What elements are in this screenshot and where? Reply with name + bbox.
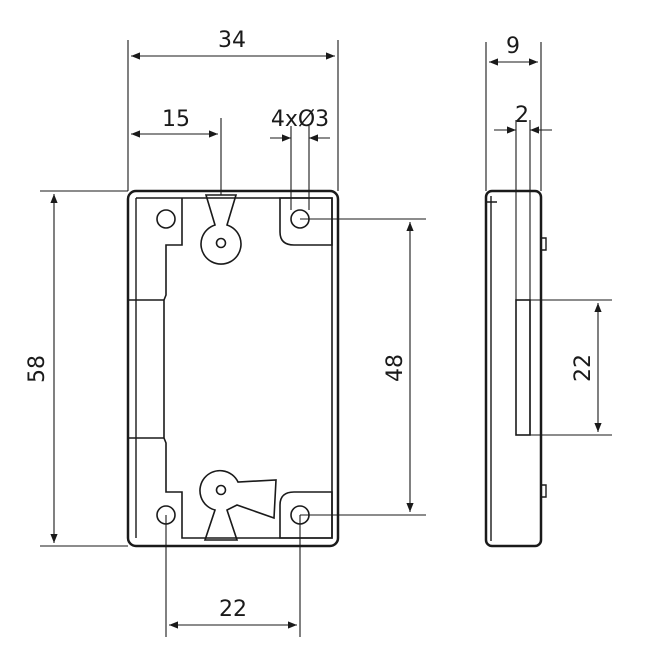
front-left-rail xyxy=(128,198,164,538)
dim-height-total: 58 xyxy=(25,355,50,383)
front-body-outline xyxy=(126,189,340,548)
dim-bolt-height: 22 xyxy=(571,354,596,382)
front-inner-plate xyxy=(136,197,333,539)
hole-boss-bottom-right xyxy=(279,491,333,539)
dim-holes: 4xØ3 xyxy=(271,107,329,132)
side-pins xyxy=(541,237,547,498)
hole-boss-top-right xyxy=(279,197,333,246)
dim-width-total: 34 xyxy=(218,28,246,53)
side-body-outline xyxy=(484,189,543,548)
dimension-lines xyxy=(40,40,612,637)
keyhole-top xyxy=(200,194,242,265)
keyhole-bottom xyxy=(199,469,277,541)
dim-plate-thickness: 2 xyxy=(515,103,529,128)
dim-hole-spacing-vertical: 48 xyxy=(383,354,408,382)
side-view xyxy=(484,189,547,548)
front-view xyxy=(126,189,340,548)
dim-hole-spacing-horizontal: 22 xyxy=(219,597,247,622)
side-plate-line xyxy=(486,196,497,541)
side-bolt xyxy=(515,299,531,436)
dim-depth-total: 9 xyxy=(506,34,520,59)
mounting-hole-top-left xyxy=(156,209,176,229)
dim-keyhole-offset: 15 xyxy=(162,107,190,132)
